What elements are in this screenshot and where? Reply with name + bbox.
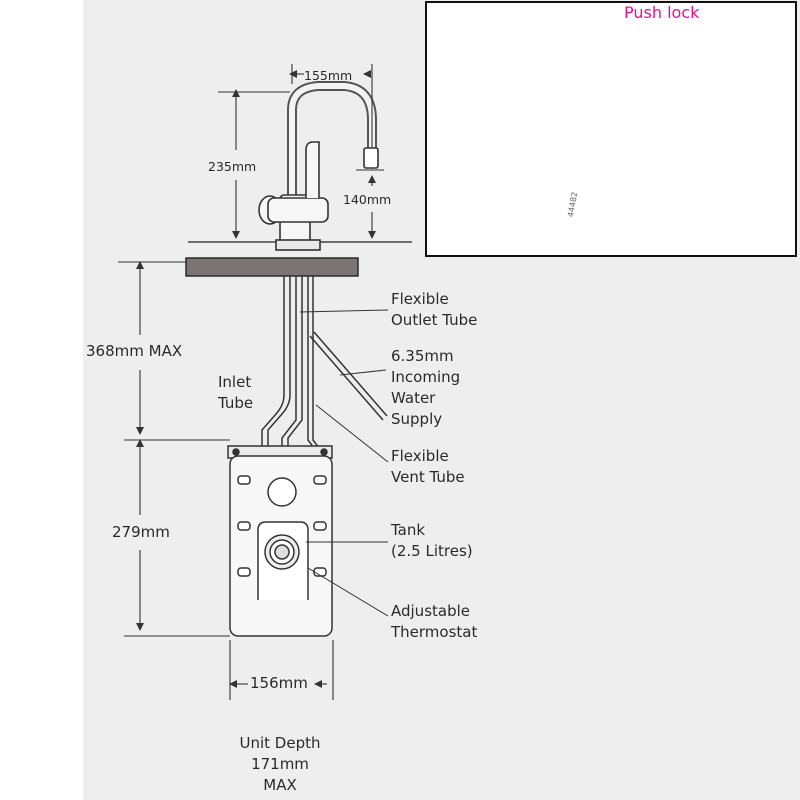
inlet-tube-label: Inlet Tube — [218, 373, 254, 412]
incoming-water-supply-label: 6.35mm Incoming Water Supply — [391, 347, 461, 428]
tank — [227, 445, 333, 637]
spout-clearance-label: 140mm — [343, 192, 392, 207]
flexible-vent-tube-label: Flexible Vent Tube — [391, 447, 465, 486]
under-counter-label: 368mm MAX — [86, 342, 183, 360]
leader-lines — [299, 309, 389, 617]
spout-clearance-dimension — [356, 169, 384, 239]
tap-height-label: 235mm — [208, 159, 257, 174]
tank-label: Tank (2.5 Litres) — [391, 521, 473, 560]
unit-depth-label: Unit Depth 171mm MAX — [239, 734, 321, 794]
tap-height-dimension — [218, 89, 290, 239]
tap-reach-label: 155mm — [304, 68, 353, 83]
tank-height-label: 279mm — [112, 523, 170, 541]
tank-width-dimension — [229, 640, 334, 700]
tank-height-dimension — [124, 439, 230, 637]
flexible-outlet-tube-label: Flexible Outlet Tube — [391, 290, 478, 329]
tap-reach-dimension — [289, 64, 373, 148]
adjustable-thermostat-label: Adjustable Thermostat — [391, 602, 478, 641]
countertop — [185, 257, 359, 277]
tank-width-label: 156mm — [250, 674, 308, 692]
tubes — [261, 276, 388, 449]
push-lock-inset — [425, 1, 797, 257]
push-lock-title: Push lock — [624, 3, 700, 22]
tap-drawing — [258, 81, 379, 251]
